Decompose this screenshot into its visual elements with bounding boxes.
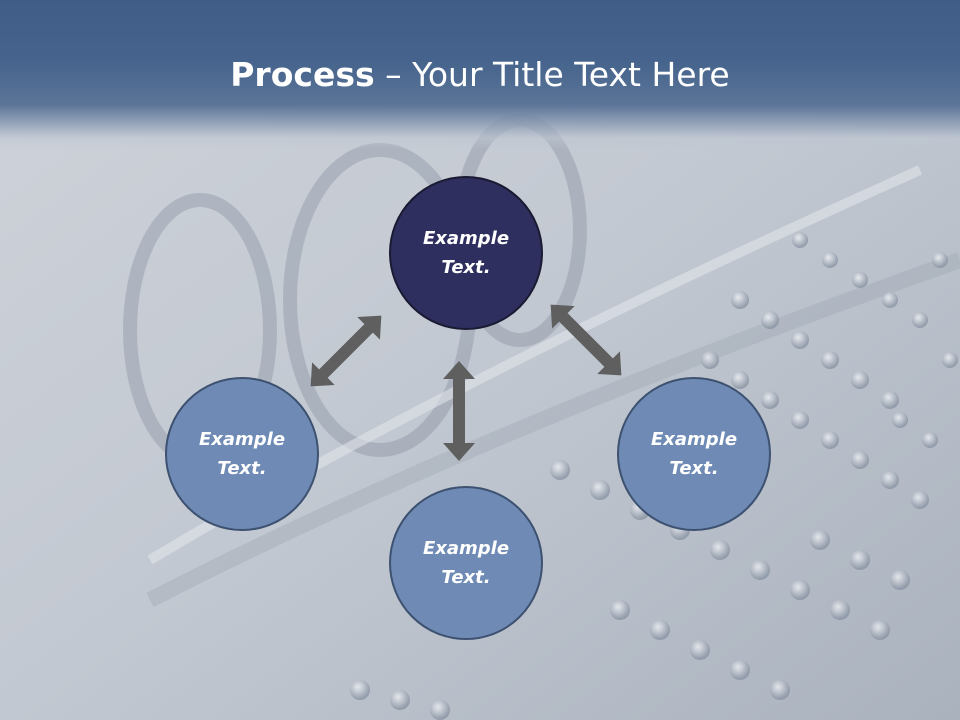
- node-top: Example Text.: [389, 176, 543, 330]
- node-left-label: Example Text.: [198, 429, 286, 479]
- slide-title: Process – Your Title Text Here: [0, 50, 960, 100]
- arrow-top-right: [550, 304, 622, 376]
- node-bottom-label: Example Text.: [422, 538, 510, 588]
- title-bold: Process: [230, 55, 375, 94]
- arrow-vertical: [443, 361, 475, 461]
- node-bottom: Example Text.: [389, 486, 543, 640]
- title-rest: – Your Title Text Here: [374, 55, 730, 94]
- title-band: [0, 0, 960, 150]
- node-right: Example Text.: [617, 377, 771, 531]
- node-top-label: Example Text.: [422, 228, 510, 278]
- node-left: Example Text.: [165, 377, 319, 531]
- arrow-top-left: [310, 315, 382, 387]
- node-right-label: Example Text.: [650, 429, 738, 479]
